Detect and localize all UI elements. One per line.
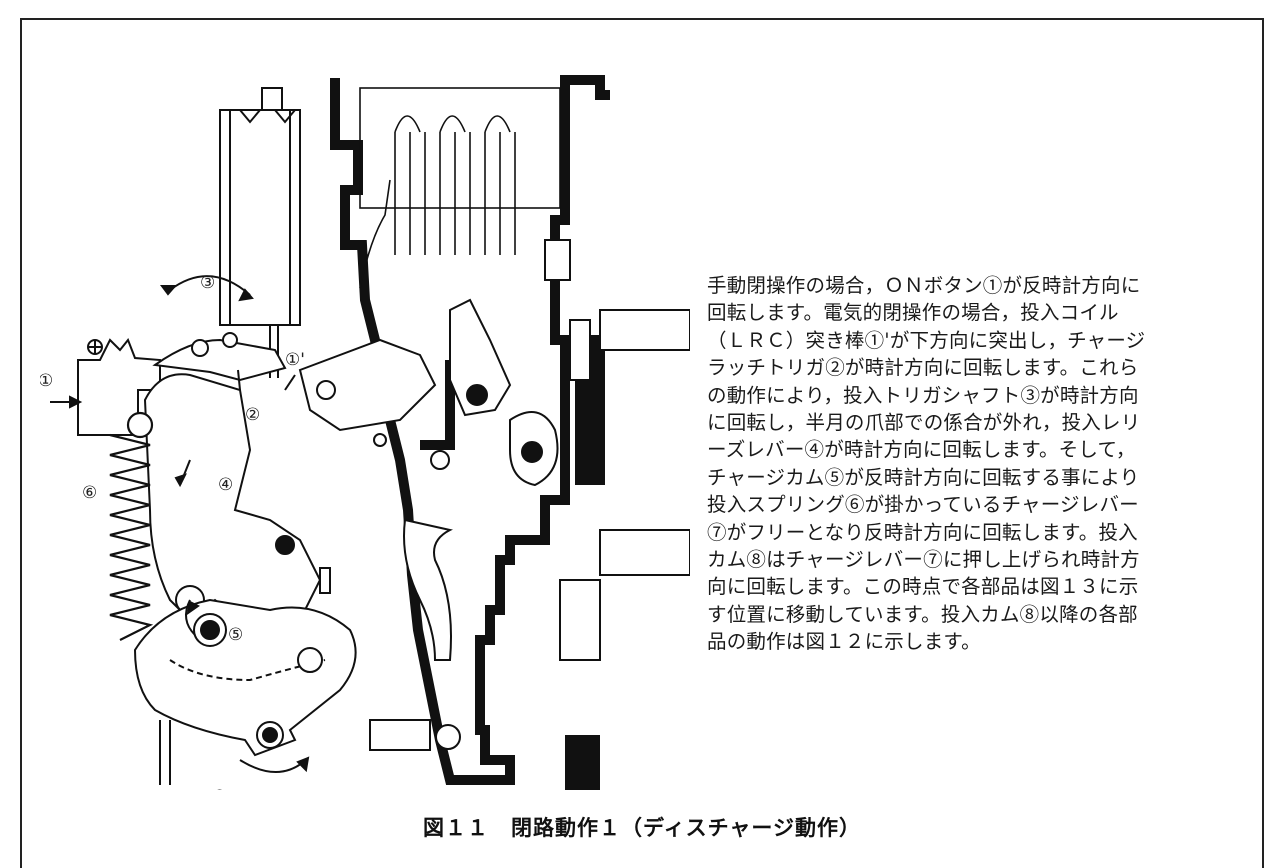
description-line: （ＬＲＣ）突き棒①'が下方向に突出し，チャージ [707,328,1146,352]
charge-cam [133,598,357,785]
right-linkage [298,239,690,751]
description-line: 品の動作は図１２に示します。 [707,630,981,654]
description-line: 回転します。電気的閉操作の場合，投入コイル [707,301,1119,325]
description-line: 投入スプリング⑥が掛かっているチャージレバー [707,493,1139,517]
arc-chute [359,87,561,289]
description-line: カム⑧はチャージレバー⑦に押し上げられ時計方 [707,548,1140,572]
label-7: ⑦ [212,787,227,790]
description-line: の動作により，投入トリガシャフト③が時計方向 [707,383,1139,407]
description-line: す位置に移動しています。投入カム⑧以降の各部 [707,602,1138,626]
label-1-prime: ①' [285,350,305,370]
label-3: ③ [200,273,215,293]
description-line: に回転し，半月の爪部での係合が外れ，投入レリ [707,411,1141,435]
description-line: ーズレバー④が時計方向に回転します。そして， [707,438,1136,462]
label-4: ④ [218,475,233,495]
label-2: ② [245,405,260,425]
label-6: ⑥ [82,483,97,503]
breaker-frame [330,75,610,790]
description-line: チャージカム⑤が反時計方向に回転する事により [707,465,1140,489]
label-5: ⑤ [228,625,243,645]
description-line: ⑦がフリーとなり反時計方向に回転します。投入 [707,520,1138,544]
operation-description: 手動閉操作の場合，ＯＮボタン①が反時計方向に 回転します。電気的閉操作の場合，投… [707,272,1267,656]
on-button [50,338,161,436]
trigger-shaft [152,275,296,432]
description-line: 手動閉操作の場合，ＯＮボタン①が反時計方向に [707,274,1141,297]
description-line: ラッチトリガ②が時計方向に回転します。これら [707,356,1139,380]
closing-spring [109,411,154,641]
release-lever [143,373,322,622]
mechanism-diagram: ① ①' ② ③ ④ ⑤ ⑥ ⑦ [40,75,690,790]
description-line: 向に回転します。この時点で各部品は図１３に示 [707,575,1139,599]
figure-frame [20,18,1264,868]
figure-caption: 図１１ 閉路動作１（ディスチャージ動作） [423,816,861,840]
closing-coil [219,87,301,378]
label-1: ① [40,371,53,391]
